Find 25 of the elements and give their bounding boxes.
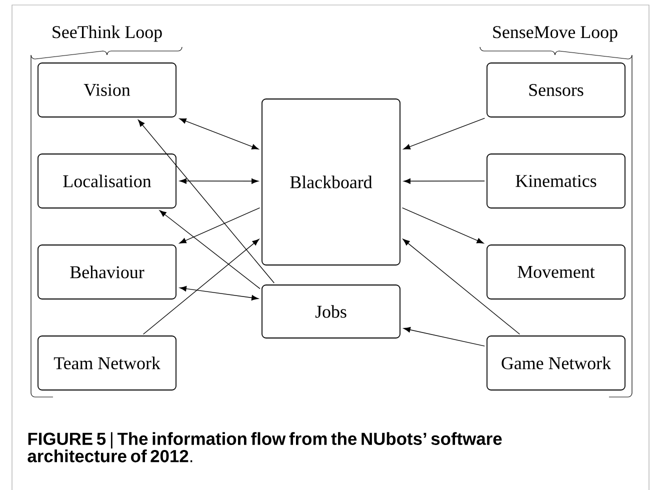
arrow — [179, 207, 260, 244]
arrow — [159, 210, 260, 290]
process-box: Team Network — [38, 336, 176, 390]
arrow — [180, 286, 258, 300]
process-box: Kinematics — [486, 154, 626, 208]
arrow — [142, 238, 260, 335]
bracket-label: SeeThink Loop — [52, 26, 162, 42]
process-box: Blackboard — [262, 98, 400, 266]
process-box: Sensors — [486, 62, 626, 118]
arrow — [180, 178, 258, 184]
arrow — [179, 118, 259, 150]
process-box: Jobs — [262, 284, 400, 338]
arrow — [403, 327, 485, 346]
arrow — [404, 178, 485, 184]
arrow — [402, 238, 520, 335]
arrow — [403, 118, 486, 150]
figure-caption: FIGURE 5 | The information flow from the NUbots’ software architecture of 2012. — [28, 432, 502, 462]
process-box: Movement — [486, 244, 626, 300]
bracket-label: SenseMove Loop — [493, 26, 618, 42]
process-box: Behaviour — [38, 244, 176, 300]
process-box: Game Network — [486, 336, 626, 390]
arrow — [138, 120, 275, 284]
process-box: Localisation — [38, 154, 176, 208]
process-box: Vision — [38, 62, 176, 118]
arrow — [402, 207, 484, 244]
